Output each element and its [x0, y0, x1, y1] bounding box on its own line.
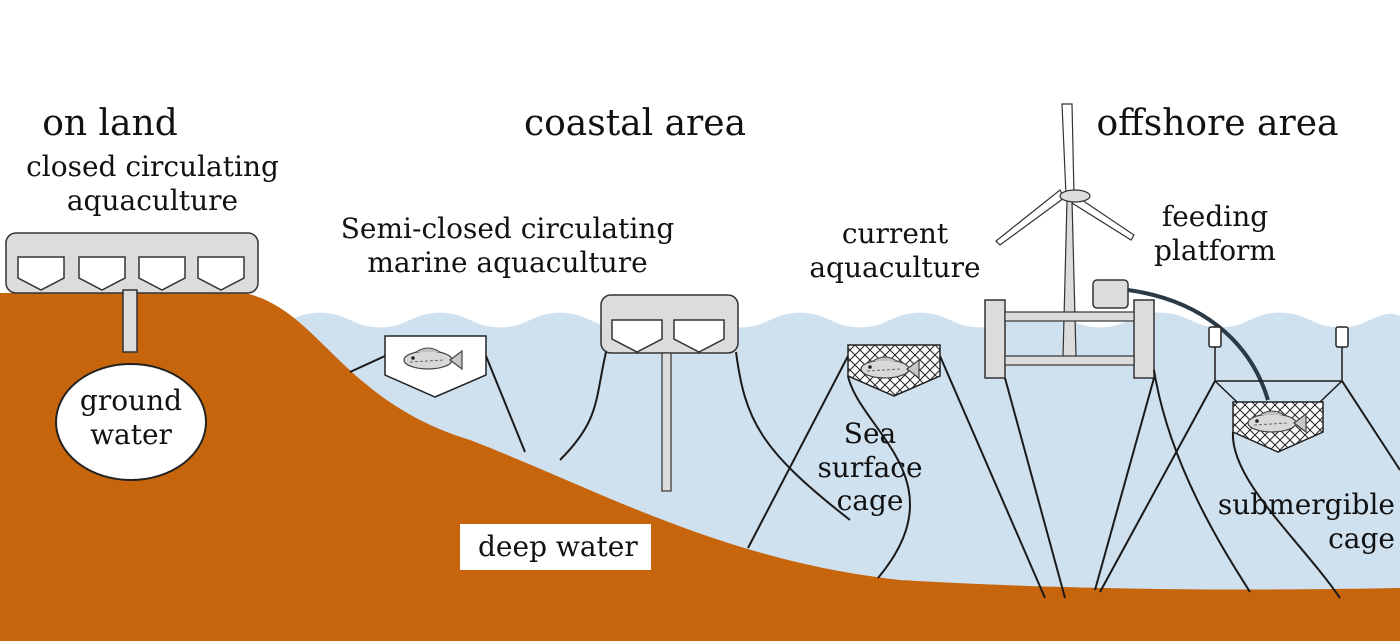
sea-label-line1: Sea	[843, 417, 897, 450]
submergible-cage-label: submergible cage	[1195, 488, 1395, 555]
ground-label-line2: water	[90, 417, 172, 451]
ground-water-label: ground water	[56, 384, 206, 451]
current-label-line2: aquaculture	[809, 250, 981, 284]
feeding-platform-label: feeding platform	[1135, 200, 1295, 267]
feeding-label-line2: platform	[1154, 233, 1276, 267]
sea-label-line3: cage	[836, 484, 904, 518]
closed-label-line2: aquaculture	[66, 183, 239, 217]
semi-closed-label-line2: marine aquaculture	[367, 245, 648, 279]
ground-label-line1: ground	[79, 384, 183, 417]
zone-label-offshore: offshore area	[1096, 103, 1339, 144]
tank-icon	[138, 256, 186, 291]
closed-label: closed circulating aquaculture	[10, 150, 295, 217]
semi-closed-label-line1: Semi-closed circulating	[340, 212, 675, 245]
feeding-platform	[984, 279, 1251, 599]
semi-closed-label: Semi-closed circulating marine aquacultu…	[320, 212, 695, 279]
buoy-icon	[1208, 326, 1222, 348]
current-label: current aquaculture	[800, 217, 990, 284]
zone-label-coastal: coastal area	[523, 103, 747, 144]
closed-label-line1: closed circulating	[26, 150, 279, 183]
sea-surface-cage	[747, 344, 1046, 599]
closed-tank-unit	[5, 232, 259, 353]
deep-water-label: deep water	[460, 524, 651, 570]
tank-icon	[17, 256, 65, 291]
seabed-land	[0, 293, 1400, 641]
tank-icon	[78, 256, 126, 291]
sub-label-line2: cage	[1328, 521, 1395, 555]
semi-closed-tank-pipe	[559, 294, 851, 521]
feeding-label-line1: feeding	[1161, 200, 1269, 233]
zone-label-on-land: on land	[42, 103, 178, 144]
sub-label-line1: submergible	[1217, 488, 1395, 521]
ground-water-reservoir	[55, 363, 207, 481]
tank-icon	[197, 256, 245, 291]
current-label-line1: current	[841, 217, 949, 250]
sea-label-line2: surface	[817, 450, 923, 484]
semi-closed-tank	[349, 335, 526, 453]
sea-surface-cage-label: Sea surface cage	[800, 417, 940, 518]
submergible-cage	[1099, 326, 1400, 599]
buoy-icon	[1335, 326, 1349, 348]
